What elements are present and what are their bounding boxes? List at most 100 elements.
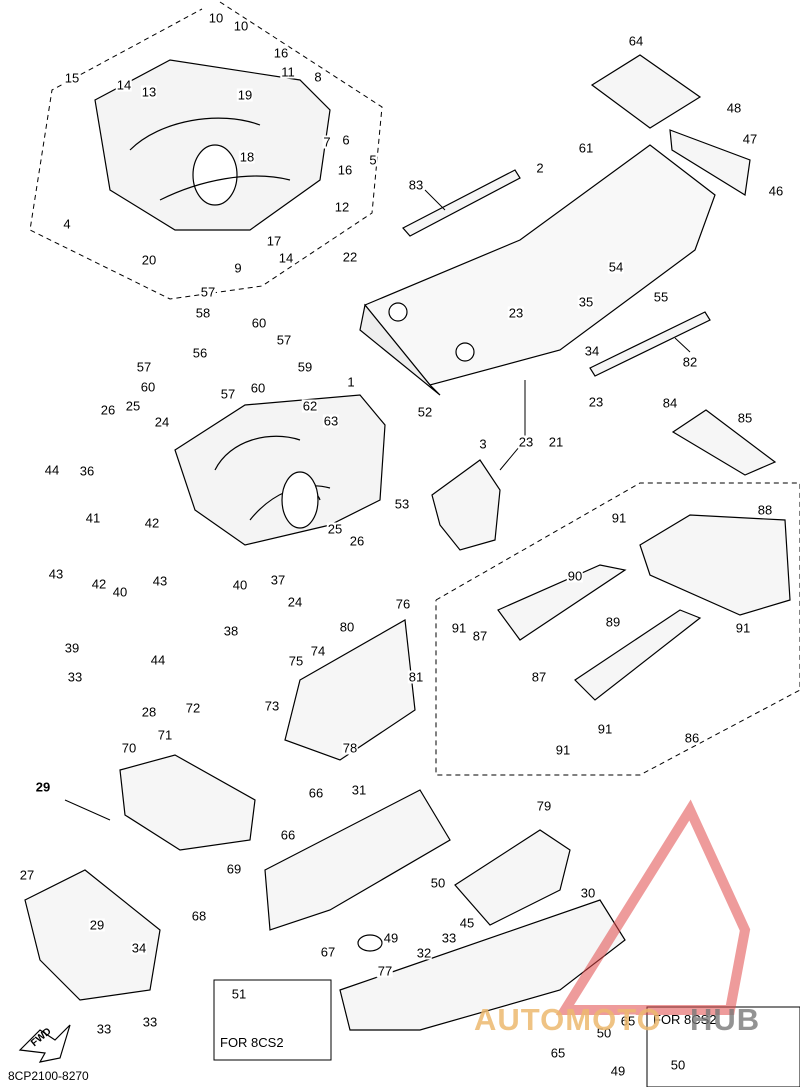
part-callout: 66 (279, 827, 297, 843)
tunnel-side (359, 303, 441, 396)
part-callout: 28 (140, 704, 158, 720)
part-callout: 23 (507, 305, 525, 321)
part-callout: 36 (78, 463, 96, 479)
part-callout: 81 (407, 669, 425, 685)
part-callout: 10 (232, 18, 250, 34)
part-callout: 29 (34, 779, 52, 795)
part-callout: 27 (18, 867, 36, 883)
frame-main-body (174, 394, 386, 546)
part-callout: 90 (566, 568, 584, 584)
part-callout: 33 (440, 930, 458, 946)
part-callout: 68 (190, 908, 208, 924)
part-callout: 88 (756, 502, 774, 518)
part-callout: 47 (741, 131, 759, 147)
part-callout: 79 (535, 798, 553, 814)
part-callout: 69 (225, 861, 243, 877)
part-callout: 4 (62, 216, 72, 232)
plate-85 (671, 409, 777, 476)
part-callout: 57 (135, 359, 153, 375)
part-callout: 35 (577, 294, 595, 310)
cover-70 (119, 754, 256, 851)
part-callout: 73 (263, 698, 281, 714)
part-callout: 89 (604, 614, 622, 630)
ring-67 (357, 934, 383, 952)
part-callout: 42 (90, 576, 108, 592)
part-callout: 60 (139, 379, 157, 395)
part-callout: 44 (43, 462, 61, 478)
part-callout: 26 (99, 402, 117, 418)
part-callout: 33 (95, 1021, 113, 1037)
part-callout: 77 (376, 963, 394, 979)
part-callout: 59 (296, 359, 314, 375)
strip-83 (402, 169, 521, 237)
part-callout: 20 (140, 252, 158, 268)
fwd-arrow-shape (18, 1024, 71, 1063)
part-callout: 12 (333, 199, 351, 215)
watermark-triangle (555, 799, 751, 1015)
part-callout: 54 (607, 259, 625, 275)
part-callout: 60 (249, 380, 267, 396)
part-callout: 60 (250, 315, 268, 331)
part-callout: 25 (124, 398, 142, 414)
leader-lines (64, 189, 691, 821)
part-callout: 16 (272, 45, 290, 61)
part-callout: 49 (609, 1063, 627, 1079)
part-callout: 14 (277, 250, 295, 266)
bracket-3 (431, 459, 501, 551)
part-callout: 57 (275, 332, 293, 348)
part-callout: 65 (549, 1045, 567, 1061)
part-callout: 41 (84, 510, 102, 526)
watermark-text-b: HUB (690, 1002, 761, 1037)
part-callout: 1 (346, 374, 356, 390)
part-callout: 80 (338, 619, 356, 635)
part-callout: 15 (63, 70, 81, 86)
panel-31 (264, 789, 451, 931)
tunnel-hole-2 (455, 342, 475, 362)
part-callout: 64 (627, 33, 645, 49)
part-callout: 40 (111, 584, 129, 600)
note-right-text: FOR 8CS2 (653, 1012, 717, 1027)
part-callout: 24 (153, 414, 171, 430)
part-callout: 91 (554, 742, 572, 758)
part-callout: 43 (151, 573, 169, 589)
part-callout: 74 (309, 643, 327, 659)
part-callout: 87 (530, 669, 548, 685)
part-callout: 9 (233, 260, 243, 276)
part-callout: 55 (652, 289, 670, 305)
part-callout: 58 (194, 305, 212, 321)
part-callout: 87 (471, 628, 489, 644)
leader-subframe (499, 380, 526, 471)
part-callout: 65 (619, 1013, 637, 1029)
part-callout: 46 (767, 183, 785, 199)
tunnel-top (364, 144, 716, 386)
note-left-text: FOR 8CS2 (220, 1035, 284, 1050)
part-callout: 33 (66, 669, 84, 685)
part-callout: 61 (577, 140, 595, 156)
part-callout: 66 (307, 785, 325, 801)
panel-30 (339, 899, 626, 1031)
part-callout: 24 (286, 594, 304, 610)
part-callout: 17 (265, 233, 283, 249)
part-callout: 3 (478, 436, 488, 452)
part-callout: 40 (231, 577, 249, 593)
part-callout: 52 (416, 404, 434, 420)
part-callout: 51 (230, 986, 248, 1002)
rail-90 (497, 564, 627, 641)
part-callout: 70 (120, 740, 138, 756)
part-callout: 19 (236, 87, 254, 103)
part-callout: 23 (587, 394, 605, 410)
part-callout: 16 (336, 162, 354, 178)
part-callout: 2 (535, 160, 545, 176)
dashed-box-right (435, 482, 800, 776)
part-callout: 32 (415, 945, 433, 961)
part-callout: 21 (547, 434, 565, 450)
upper-frame-hole (192, 144, 238, 206)
part-callout: 45 (458, 915, 476, 931)
part-callout: 50 (669, 1057, 687, 1073)
part-callout: 85 (736, 410, 754, 426)
part-callout: 14 (115, 77, 133, 93)
part-callout: 43 (47, 566, 65, 582)
panel-79 (454, 829, 571, 926)
part-callout: 8 (313, 69, 323, 85)
